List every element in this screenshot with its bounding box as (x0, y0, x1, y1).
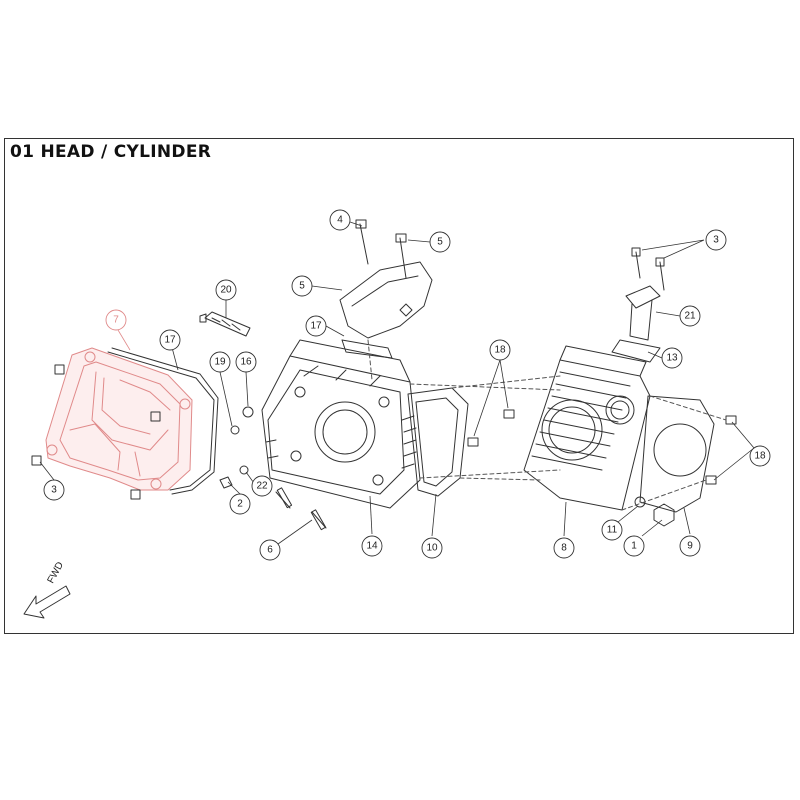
callout-19: 19 (209, 351, 231, 373)
callout-5: 5 (429, 231, 451, 253)
callout-21: 21 (679, 305, 701, 327)
callout-label: 5 (437, 237, 443, 248)
callout-label: 20 (220, 285, 232, 296)
fwd-arrow (23, 585, 71, 619)
callout-17: 17 (305, 315, 327, 337)
callout-label: 22 (256, 481, 268, 492)
callout-13: 13 (661, 347, 683, 369)
cylinder-head (261, 339, 421, 509)
valve-cover (45, 347, 193, 491)
callout-label: 13 (666, 353, 678, 364)
callout-9: 9 (679, 535, 701, 557)
callout-18: 18 (489, 339, 511, 361)
callout-label: 3 (51, 485, 57, 496)
callout-label: 2 (237, 499, 243, 510)
callout-label: 10 (426, 543, 438, 554)
o-ring (242, 406, 254, 418)
cover-gasket (107, 351, 215, 491)
callout-11: 11 (601, 519, 623, 541)
spark-plug (199, 311, 251, 337)
callout-16: 16 (235, 351, 257, 373)
callout-3: 3 (705, 229, 727, 251)
callout-label: 9 (687, 541, 693, 552)
head-gasket (407, 387, 469, 497)
callout-label: 17 (164, 335, 176, 346)
callout-10: 10 (421, 537, 443, 559)
callout-1: 1 (623, 535, 645, 557)
callout-label: 11 (607, 525, 618, 536)
callout-5: 5 (291, 275, 313, 297)
callout-label: 1 (631, 541, 637, 552)
callout-22: 22 (251, 475, 273, 497)
callout-20: 20 (215, 279, 237, 301)
callout-3: 3 (43, 479, 65, 501)
callout-label: 18 (494, 345, 506, 356)
base-gasket (639, 395, 715, 513)
callout-6: 6 (259, 539, 281, 561)
callout-label: 6 (267, 545, 273, 556)
callout-17: 17 (159, 329, 181, 351)
callout-label: 3 (713, 235, 719, 246)
callout-label: 18 (754, 451, 766, 462)
callout-label: 8 (561, 543, 567, 554)
callout-label: 16 (240, 357, 252, 368)
callout-8: 8 (553, 537, 575, 559)
callout-label: 14 (366, 541, 378, 552)
cam-chain-tensioner (611, 285, 661, 363)
cover-bolt (31, 364, 161, 500)
callout-label: 19 (214, 357, 226, 368)
callout-label: 5 (299, 281, 305, 292)
callout-7: 7 (105, 309, 127, 331)
callout-label: 17 (310, 321, 322, 332)
page-title: 01 HEAD / CYLINDER (10, 142, 212, 162)
cylinder-block (523, 345, 651, 511)
callout-18: 18 (749, 445, 771, 467)
callout-4: 4 (329, 209, 351, 231)
washer (230, 425, 240, 435)
fwd-label: FWD (46, 560, 66, 585)
callout-label: 7 (113, 315, 119, 326)
callout-label: 21 (684, 311, 696, 322)
callout-2: 2 (229, 493, 251, 515)
manifold-gasket (341, 339, 393, 359)
intake-manifold (339, 261, 433, 339)
callout-14: 14 (361, 535, 383, 557)
callout-label: 4 (337, 215, 343, 226)
